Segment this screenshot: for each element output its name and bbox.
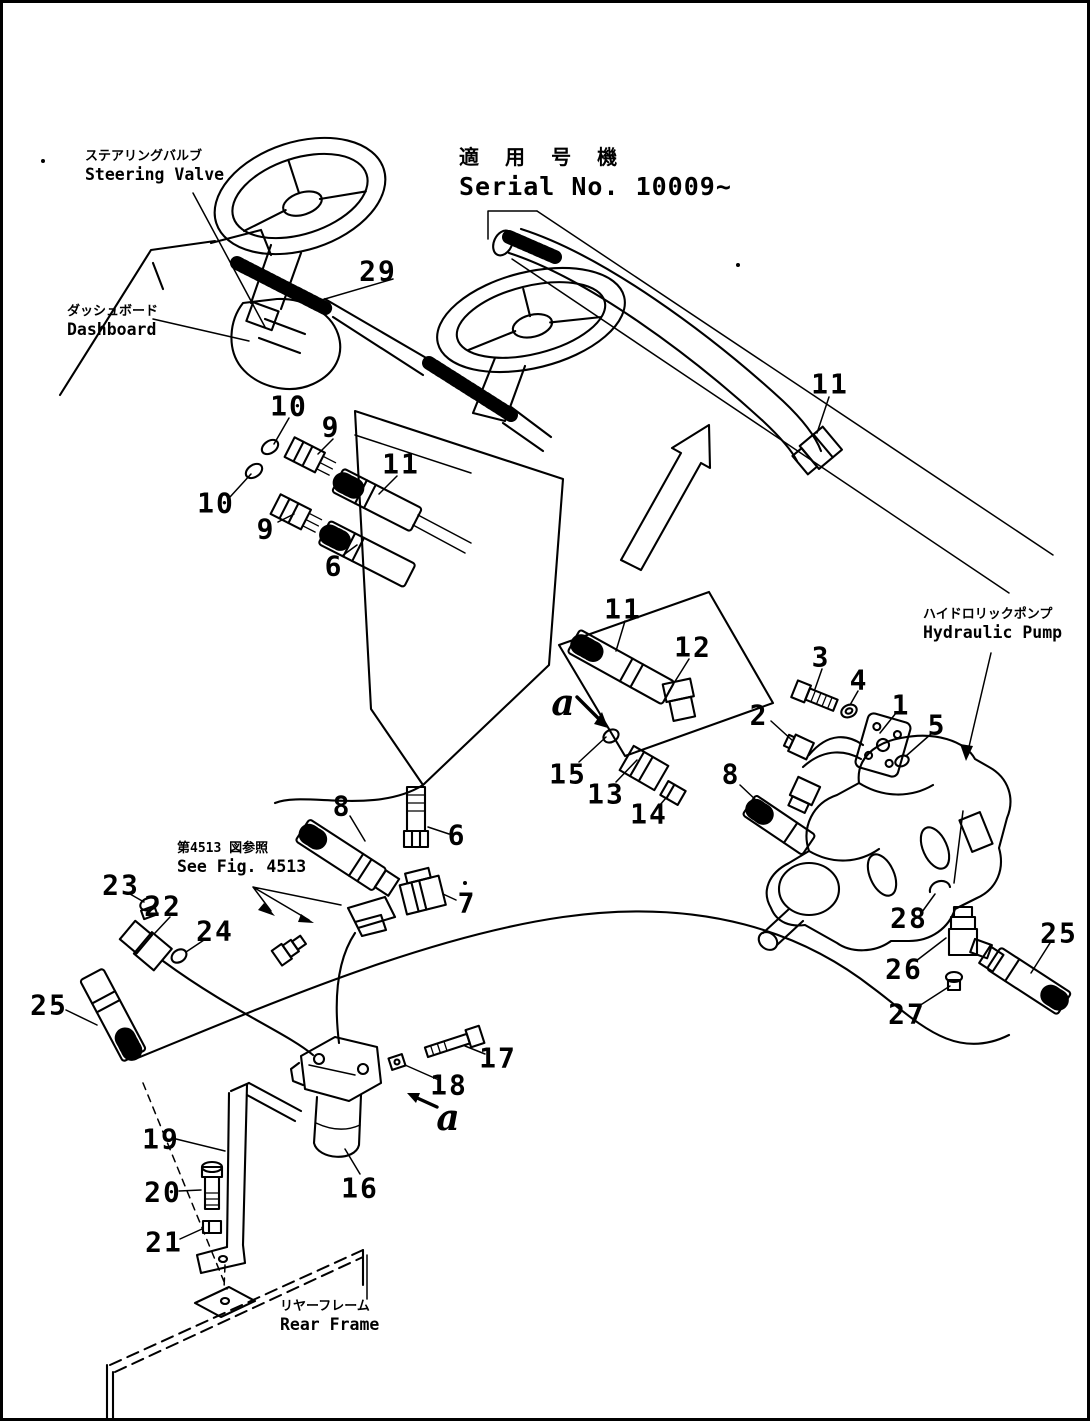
callout-10-1: 10 [270,389,308,423]
pump-label-leader [968,653,991,751]
a-arrows [415,697,601,1107]
callout-5-18: 5 [927,708,947,742]
callout-2-14: 2 [749,698,769,732]
callout-21-37: 21 [145,1225,183,1259]
filter-bracket [195,1083,301,1317]
callout-a-33: a [436,1097,462,1139]
console-fittings [243,437,471,587]
callout-11-8: 11 [604,592,642,626]
callout-8-19: 8 [721,757,741,791]
callout-22-24: 22 [144,889,182,923]
callout-25-30: 25 [1040,916,1078,950]
callout-23-23: 23 [102,868,140,902]
splined-shaft [237,263,551,451]
rear-frame-panel [107,1250,367,1421]
callout-19-35: 19 [142,1122,180,1156]
serial-header-jp: 適 用 号 機 [459,145,625,169]
serial-header-en: Serial No. 10009~ [459,172,732,201]
left-elbow-group [80,895,189,1061]
callout-25-26: 25 [30,988,68,1022]
hose-runs [135,785,1009,1289]
filter-assembly [291,1026,484,1157]
direction-arrow [621,425,710,570]
callout-15-11: 15 [549,757,587,791]
center-fitting-group [559,592,773,805]
serial-header: 適 用 号 機 Serial No. 10009~ [459,141,732,201]
pump-inlet-group [742,680,911,855]
callout-9-2: 9 [321,410,341,444]
callout-16-34: 16 [341,1171,379,1205]
steering-wheel-rear [426,250,636,390]
diagram-canvas [41,3,1090,1421]
callout-6-6: 6 [324,549,344,583]
hydraulic-pump-body [755,736,1010,954]
callout-4-16: 4 [849,663,869,697]
leader-lines [66,279,1050,1239]
steering-wheel-front [200,117,401,274]
callout-11-7: 11 [811,367,849,401]
callout-24-25: 24 [196,914,234,948]
callout-6-21: 6 [447,818,467,852]
callout-8-20: 8 [332,789,352,823]
pump-outlet-group [930,881,1071,1015]
callout-20-36: 20 [144,1175,182,1209]
top-hose [489,227,842,476]
console-box [355,411,563,785]
callout-26-28: 26 [885,952,923,986]
callout-7-22: 7 [457,886,477,920]
callout-12-9: 12 [674,630,712,664]
serial-bracket [488,211,537,239]
callout-11-3: 11 [382,447,420,481]
callout-27-29: 27 [888,997,926,1031]
dashboard-panel [60,193,271,395]
elbow7-group [253,787,446,966]
callout-1-17: 1 [891,688,911,722]
callout-17-31: 17 [479,1041,517,1075]
callout-10-4: 10 [197,486,235,520]
callout-a-10: a [551,682,577,724]
callout-29-0: 29 [359,254,397,288]
callout-9-5: 9 [256,512,276,546]
callout-3-15: 3 [811,640,831,674]
region-diagonals [512,211,1053,593]
callout-13-12: 13 [587,777,625,811]
callout-14-13: 14 [630,797,668,831]
callout-18-32: 18 [430,1068,468,1102]
steering-column-rear [473,358,525,421]
callout-28-27: 28 [890,901,928,935]
